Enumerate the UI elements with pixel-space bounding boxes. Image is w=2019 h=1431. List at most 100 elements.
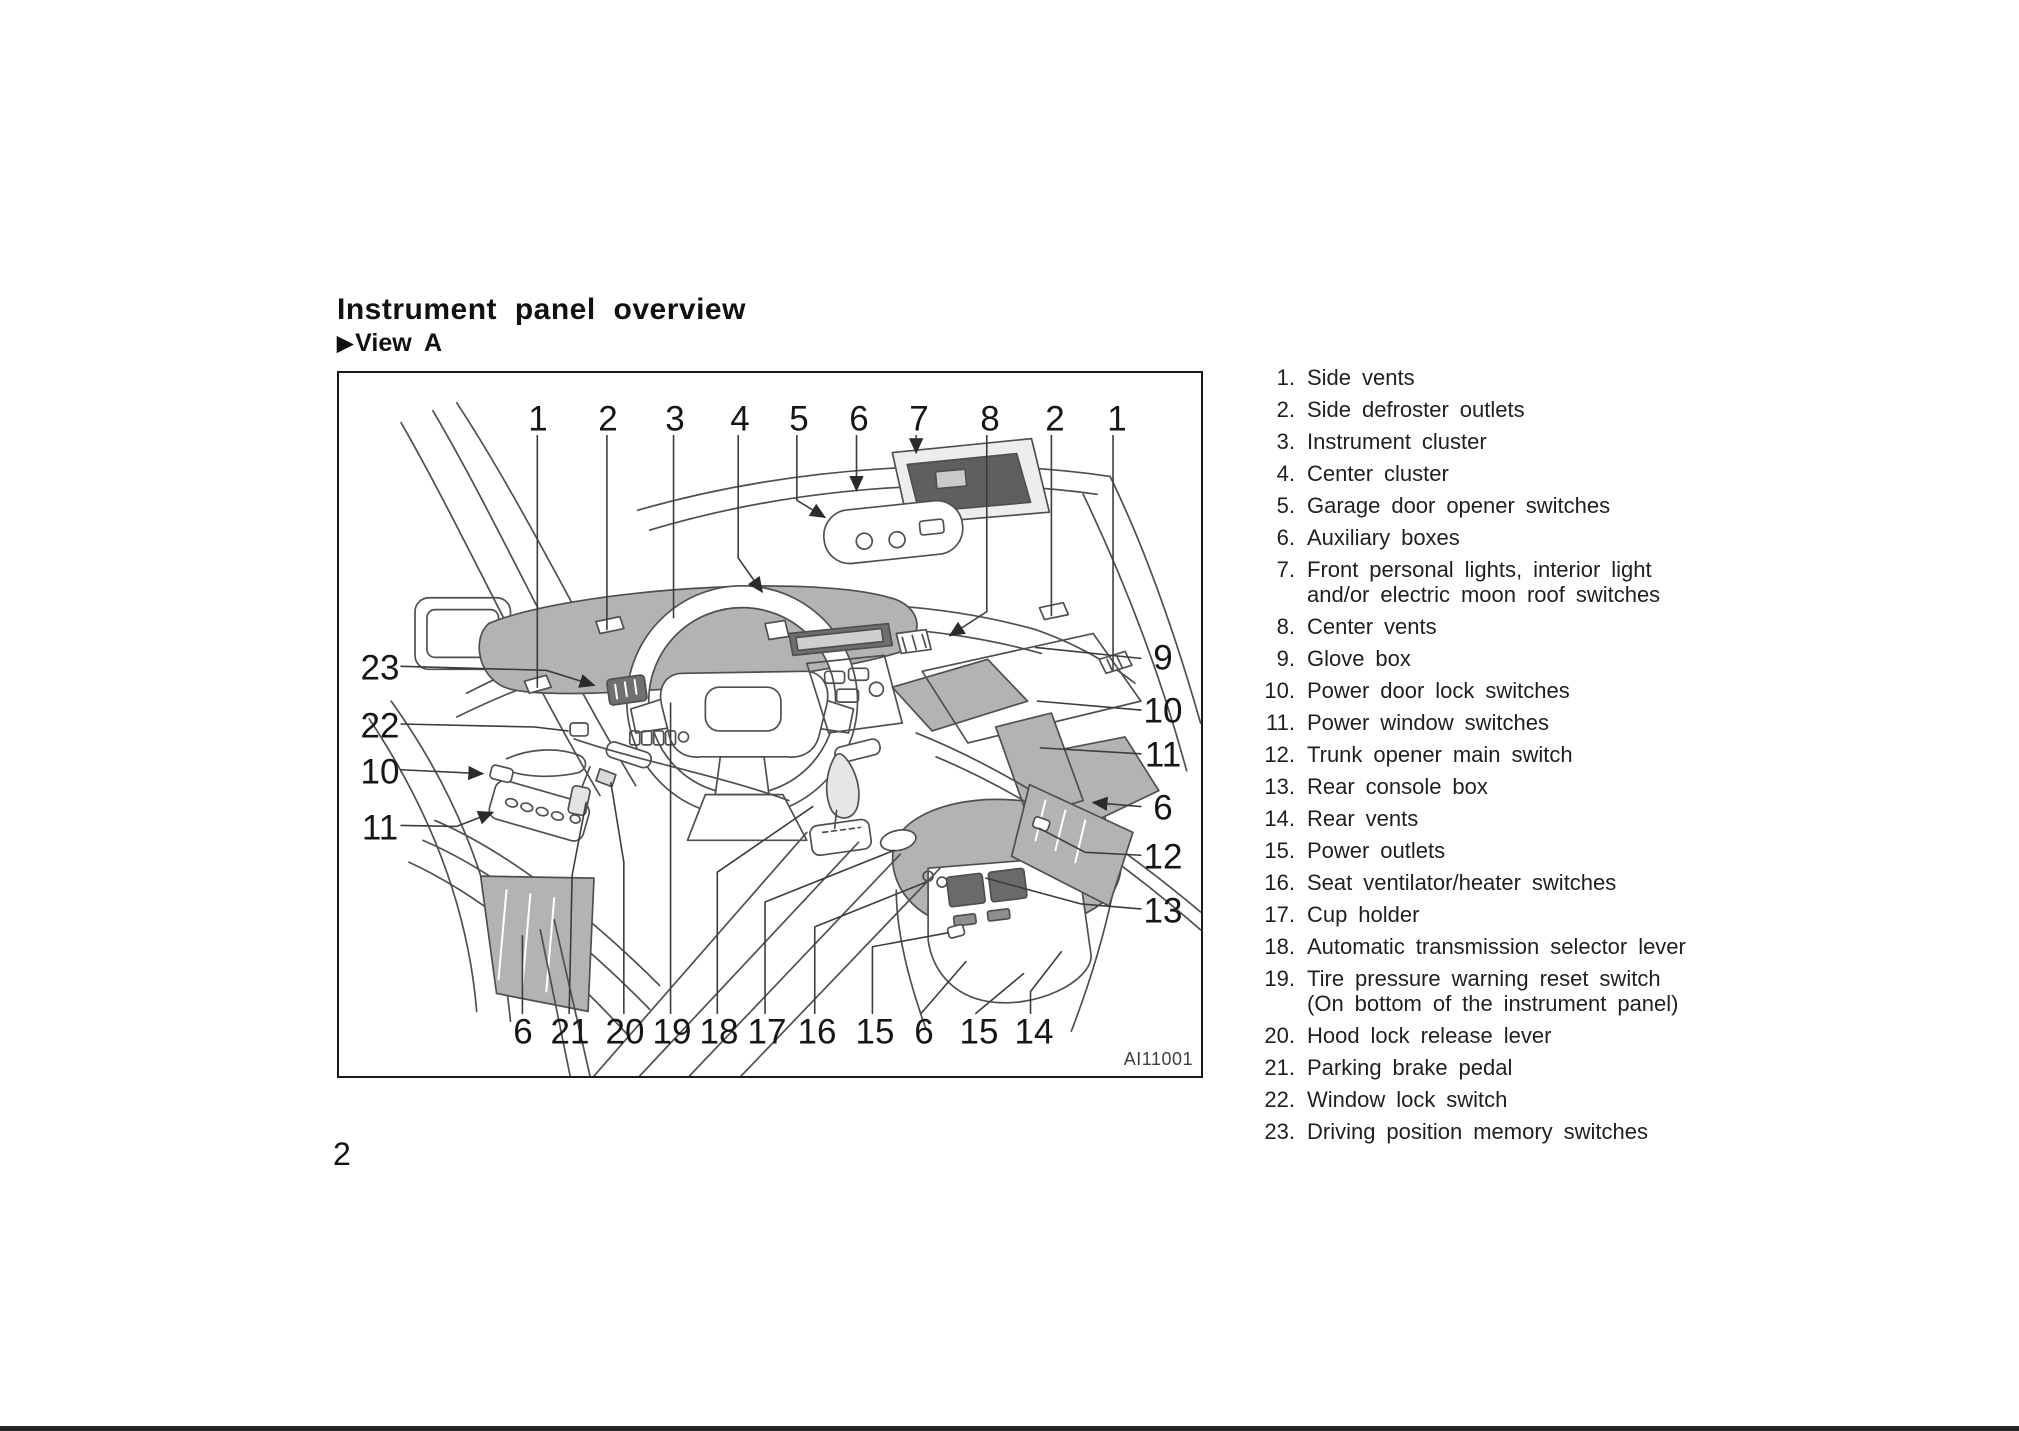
legend-item-label: Hood lock release lever [1307,1023,1552,1048]
legend-item: 7. Front personal lights, interior light … [1253,557,1813,607]
legend-item: 11. Power window switches [1253,710,1813,735]
legend-item-number: 16. [1264,870,1295,895]
legend-item-number: 7. [1276,557,1295,582]
legend-item: 17. Cup holder [1253,902,1813,927]
legend-item-label: Instrument cluster [1307,429,1487,454]
diagram-callout-11: 11 [1144,735,1182,775]
diagram-callout-3: 3 [665,399,685,439]
figure-code: AI11001 [1123,1049,1193,1069]
legend-item: 2. Side defroster outlets [1253,397,1813,422]
diagram-callout-6: 6 [849,399,869,439]
diagram-callout-2: 2 [598,399,618,439]
legend-item-number: 4. [1276,461,1295,486]
diagram-callout-5: 5 [789,399,809,439]
legend-item: 19. Tire pressure warning reset switch (O… [1253,966,1813,1016]
view-a-heading: ▶ View A [337,329,442,358]
legend-item-number: 17. [1264,902,1295,927]
legend-item: 4. Center cluster [1253,461,1813,486]
diagram-callout-18: 18 [699,1012,739,1052]
diagram-callout-22: 22 [360,706,400,746]
legend-item: 6. Auxiliary boxes [1253,525,1813,550]
legend-item: 15. Power outlets [1253,838,1813,863]
legend-item-label: Power window switches [1307,710,1549,735]
legend-item: 20.Hood lock release lever [1253,1023,1813,1048]
view-a-label: View A [355,329,442,357]
legend-item-label: Window lock switch [1307,1087,1508,1112]
legend-item-label: Power door lock switches [1307,678,1570,703]
legend-item-number: 21. [1264,1055,1295,1080]
diagram-callout-15: 15 [855,1012,895,1052]
legend-item-label: Center vents [1307,614,1437,639]
legend-item-label: Auxiliary boxes [1307,525,1460,550]
diagram-callout-6: 6 [914,1012,934,1052]
legend-item-label: Parking brake pedal [1307,1055,1513,1080]
legend-item-label: Glove box [1307,646,1411,671]
legend-item-number: 18. [1264,934,1295,959]
legend-item-number: 8. [1276,614,1295,639]
diagram-callout-8: 8 [980,399,1000,439]
legend-item: 12.Trunk opener main switch [1253,742,1813,767]
legend-item-label: Seat ventilator/heater switches [1307,870,1617,895]
legend-item-number: 10. [1264,678,1295,703]
legend-item-label: Power outlets [1307,838,1446,863]
legend-item-number: 6. [1276,525,1295,550]
legend-item-label: Cup holder [1307,902,1420,927]
legend-item-label: Center cluster [1307,461,1449,486]
diagram-callout-7: 7 [909,399,929,439]
diagram-callout-20: 20 [605,1012,645,1052]
page-title: Instrument panel overview [337,293,746,326]
legend-item: 1. Side vents [1253,365,1813,390]
diagram-callout-12: 12 [1143,837,1183,877]
diagram-callout-9: 9 [1153,638,1173,678]
legend-item-number: 11. [1266,710,1295,735]
legend-item-label: Front personal lights, interior light an… [1307,557,1661,607]
legend-item-label: Side vents [1307,365,1415,390]
legend-item: 9. Glove box [1253,646,1813,671]
diagram-callout-4: 4 [730,399,750,439]
diagram-callout-10: 10 [1143,691,1183,731]
page-number: 2 [333,1136,351,1172]
legend-item-label: Side defroster outlets [1307,397,1525,422]
legend-item: 22. Window lock switch [1253,1087,1813,1112]
legend-item-number: 3. [1276,429,1295,454]
diagram-callout-19: 19 [652,1012,692,1052]
diagram-callout-17: 17 [747,1012,787,1052]
bottom-rule [0,1426,2019,1431]
legend-item: 16. Seat ventilator/heater switches [1253,870,1813,895]
diagram-callout-21: 21 [550,1012,590,1052]
diagram-callout-2: 2 [1045,399,1065,439]
legend-item-number: 2. [1276,397,1295,422]
legend-item: 13.Rear console box [1253,774,1813,799]
diagram-callout-14: 14 [1014,1012,1054,1052]
diagram-callout-1: 1 [1107,399,1127,439]
legend-item: 3. Instrument cluster [1253,429,1813,454]
legend-item: 23. Driving position memory switches [1253,1119,1813,1144]
legend-item-number: 13. [1264,774,1295,799]
legend-list: 1. Side vents 2. Side defroster outlets 3. In… [1253,365,1813,1151]
diagram-callout-1: 1 [528,399,548,439]
legend-item: 18. Automatic transmission selector lever [1253,934,1813,959]
legend-item: 5.Garage door opener switches [1253,493,1813,518]
diagram-callout-15: 15 [959,1012,999,1052]
legend-item-number: 23. [1264,1119,1295,1144]
legend-item-number: 22. [1264,1087,1295,1112]
view-a-arrow-icon: ▶ [337,332,354,355]
diagram-callout-6: 6 [1153,788,1173,828]
legend-item-number: 9. [1276,646,1295,671]
legend-item-label: Tire pressure warning reset switch (On b… [1307,966,1679,1016]
legend-item: 10. Power door lock switches [1253,678,1813,703]
legend-item-number: 5. [1276,493,1295,518]
diagram-callout-16: 16 [797,1012,837,1052]
legend-item-number: 15. [1264,838,1295,863]
legend-item-label: Trunk opener main switch [1307,742,1573,767]
diagram-callout-23: 23 [360,648,400,688]
legend-item: 8. Center vents [1253,614,1813,639]
diagram-callout-11: 11 [361,808,399,848]
legend-item-label: Automatic transmission selector lever [1307,934,1686,959]
legend-item: 21. Parking brake pedal [1253,1055,1813,1080]
legend-item-number: 1. [1276,365,1295,390]
legend-item-label: Driving position memory switches [1307,1119,1648,1144]
legend-item-number: 14. [1264,806,1295,831]
legend-item-number: 19. [1264,966,1295,991]
